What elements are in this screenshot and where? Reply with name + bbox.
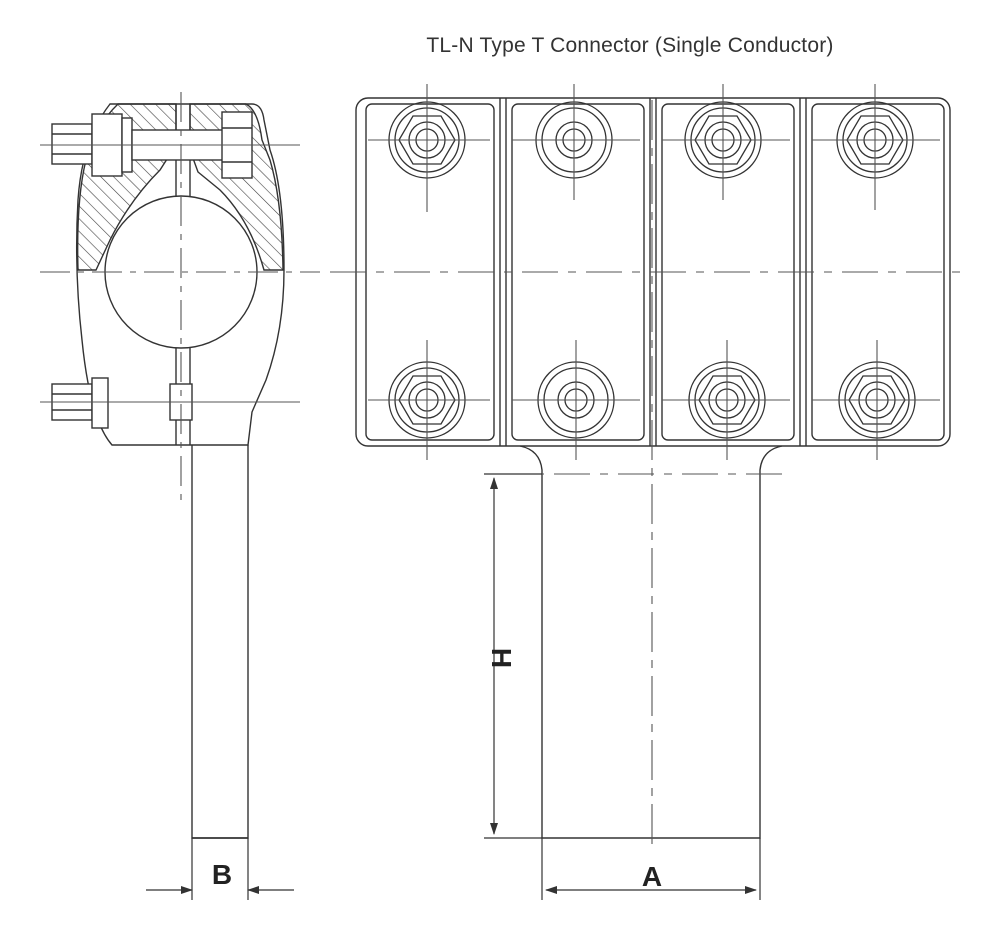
- front-view: [355, 97, 951, 839]
- side-centerlines: [40, 92, 320, 500]
- dimension-a: [541, 838, 761, 900]
- front-tongue: [519, 445, 783, 839]
- side-clamp-body: [75, 103, 285, 446]
- dimension-h-label: H: [486, 648, 517, 668]
- diagram-title: TL-N Type T Connector (Single Conductor): [426, 34, 834, 57]
- front-centerlines: [330, 84, 960, 848]
- side-view: [51, 103, 285, 839]
- dimension-h: [484, 473, 542, 839]
- dimension-b-label: B: [212, 859, 232, 890]
- dimension-a-label: A: [642, 861, 662, 892]
- side-top-bolt-head: [51, 123, 93, 165]
- dimension-b: [146, 838, 294, 900]
- side-tongue: [191, 445, 249, 839]
